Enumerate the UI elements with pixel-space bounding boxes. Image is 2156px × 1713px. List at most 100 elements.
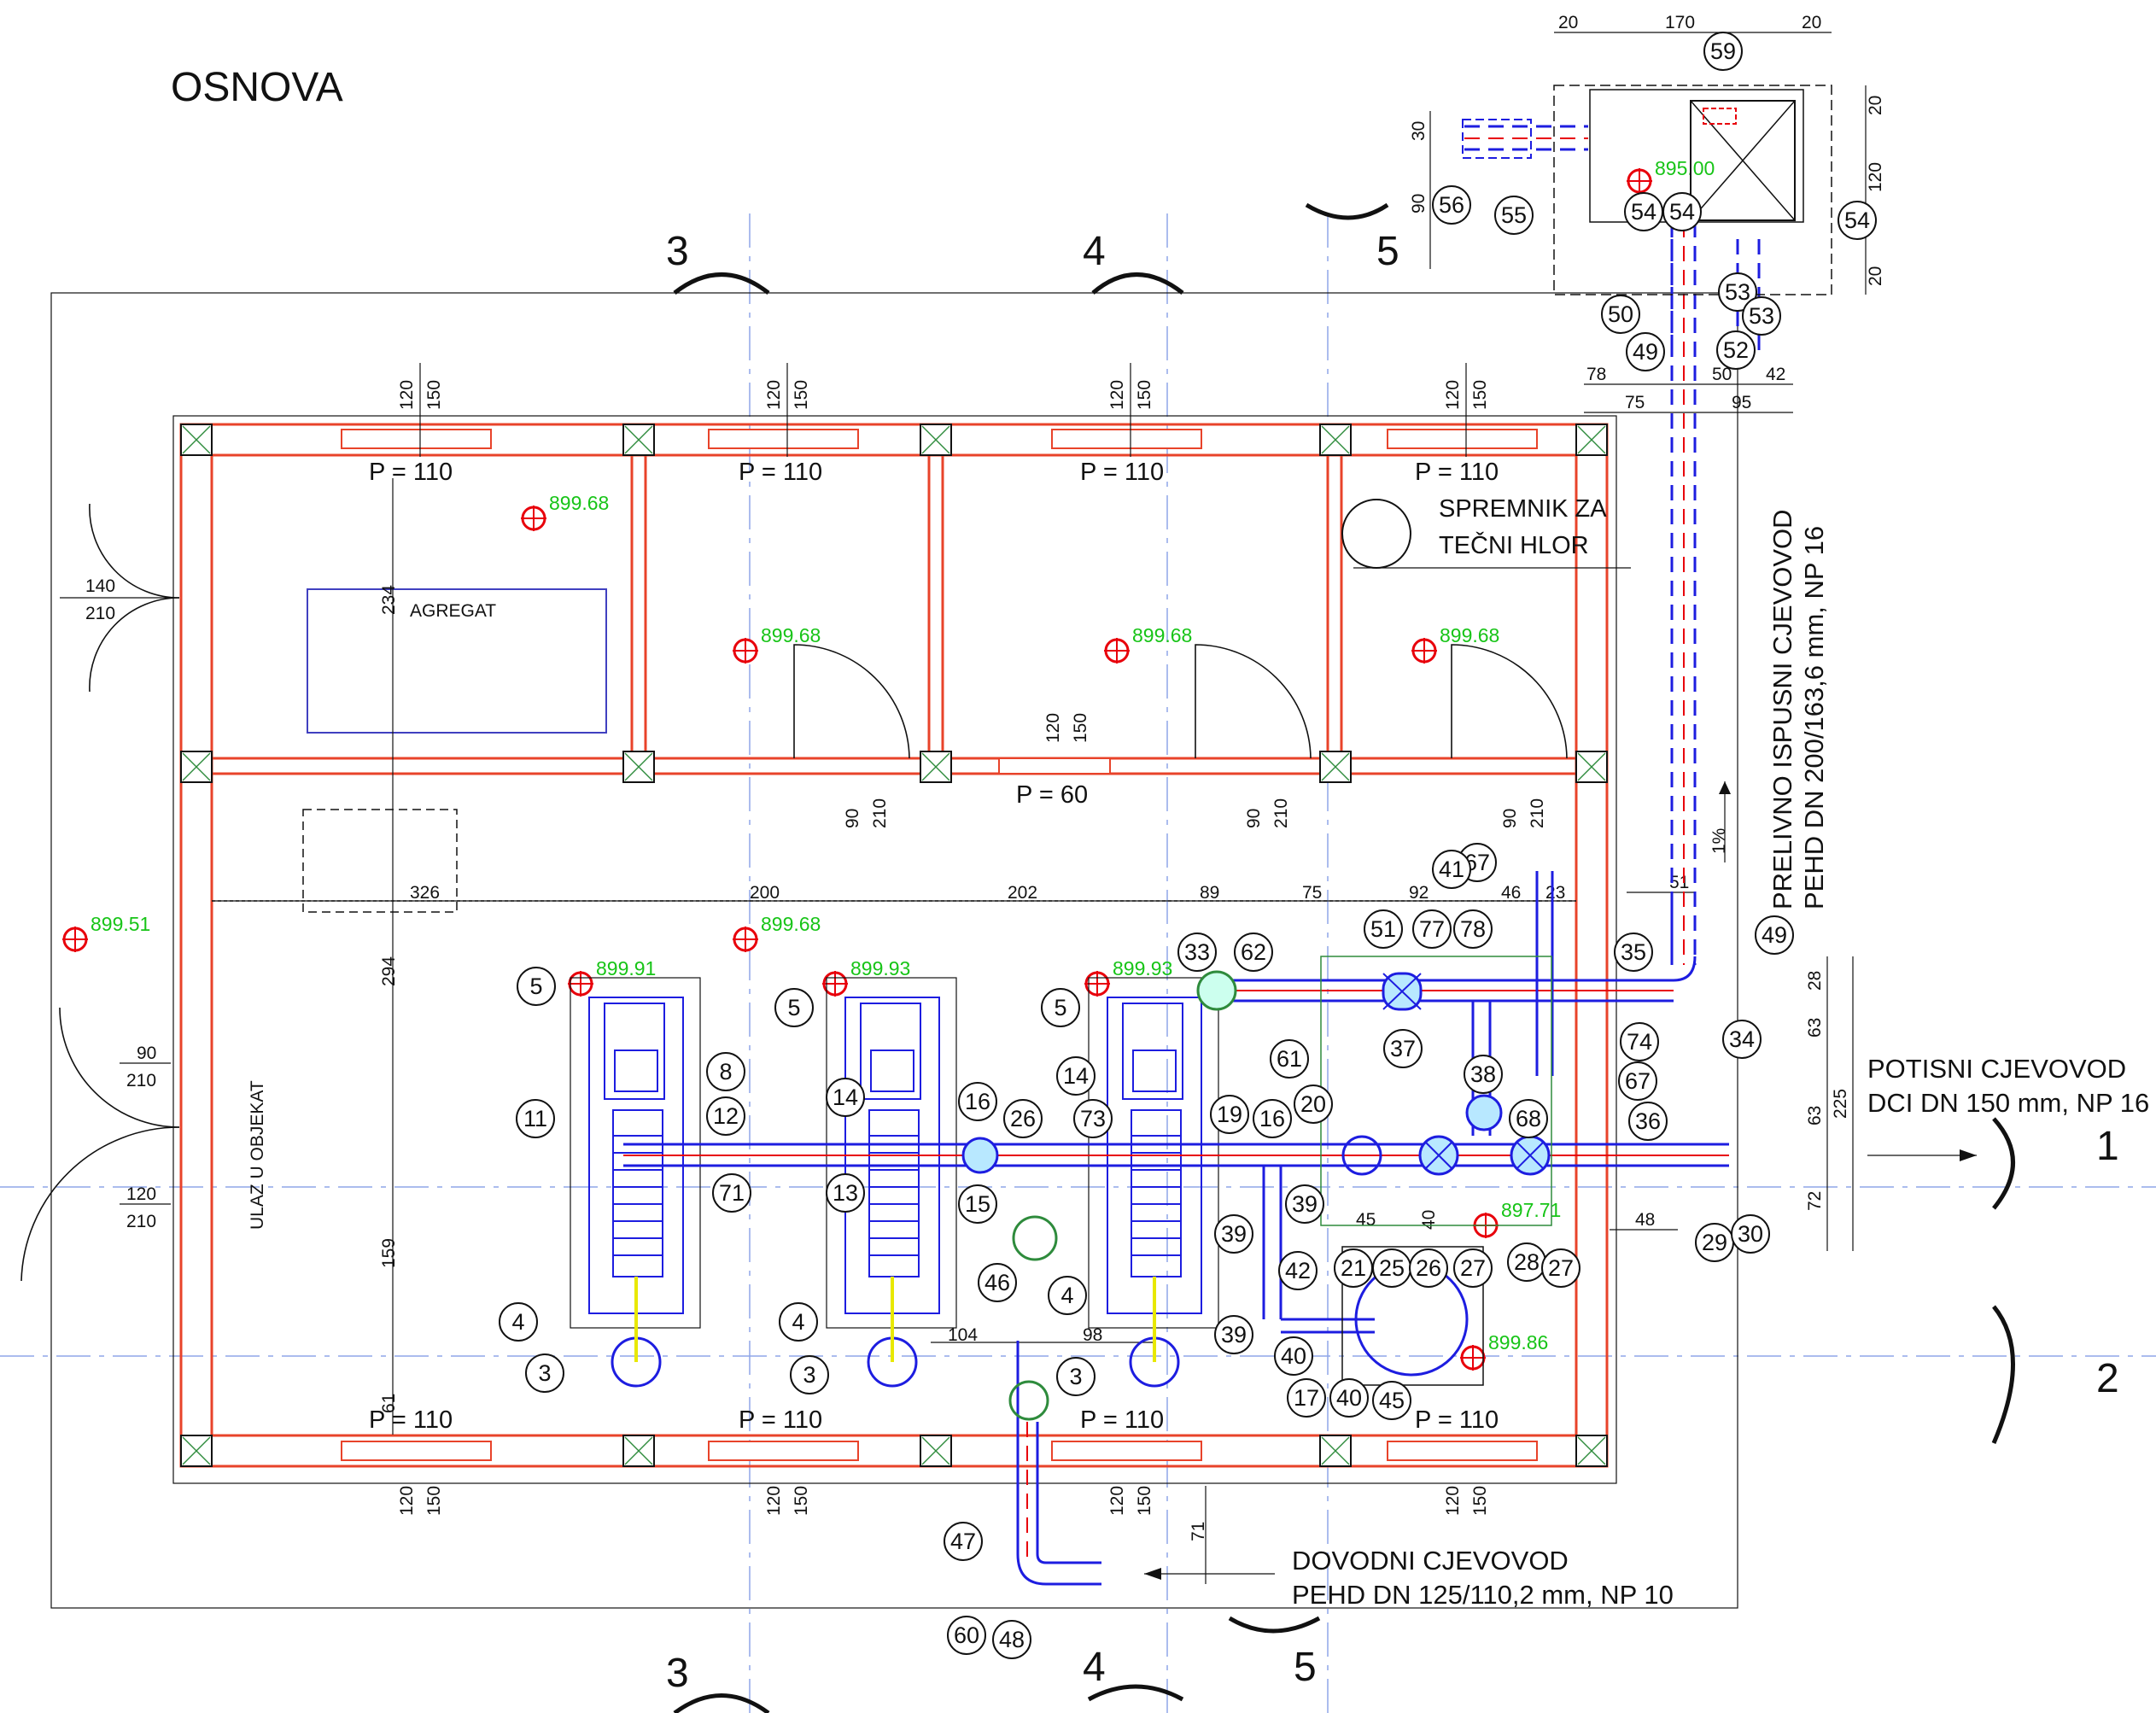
- callout-26: 26: [1409, 1248, 1448, 1288]
- room-agregat: AGREGAT: [410, 601, 496, 621]
- callout-73: 73: [1073, 1099, 1113, 1138]
- svg-text:45: 45: [1356, 1210, 1376, 1230]
- callout-13: 13: [826, 1173, 865, 1213]
- prelivni-label-2: PEHD DN 200/163,6 mm, NP 16: [1799, 526, 1829, 909]
- pump-2: [826, 977, 957, 1388]
- svg-text:225: 225: [1831, 1089, 1850, 1119]
- svg-text:1%: 1%: [1709, 828, 1729, 854]
- elevation-8: 899.93: [822, 957, 910, 997]
- pump-3: [1088, 977, 1219, 1388]
- elevation-7: 899.91: [568, 957, 656, 997]
- callout-15: 15: [958, 1184, 997, 1224]
- svg-text:26: 26: [1416, 1255, 1441, 1281]
- callout-56: 56: [1432, 185, 1471, 225]
- svg-text:47: 47: [950, 1529, 976, 1554]
- elevation-3: 899.68: [1104, 624, 1192, 664]
- elevation-6: 899.51: [62, 913, 150, 952]
- svg-text:210: 210: [870, 798, 890, 828]
- svg-text:17: 17: [1294, 1385, 1319, 1411]
- callout-61: 61: [1270, 1039, 1309, 1079]
- svg-text:120: 120: [1443, 1486, 1463, 1516]
- callout-77: 77: [1412, 909, 1452, 949]
- svg-text:150: 150: [424, 380, 444, 410]
- svg-text:15: 15: [965, 1191, 990, 1217]
- svg-text:12: 12: [713, 1103, 739, 1129]
- section-mark-5-top: 5: [1376, 229, 1399, 274]
- svg-text:51: 51: [1370, 916, 1396, 942]
- svg-text:P = 110: P = 110: [369, 1406, 453, 1434]
- callout-45: 45: [1372, 1381, 1411, 1420]
- svg-text:40: 40: [1336, 1385, 1362, 1411]
- callout-46: 46: [978, 1263, 1017, 1302]
- svg-text:P = 110: P = 110: [1080, 459, 1164, 486]
- svg-text:150: 150: [424, 1486, 444, 1516]
- svg-text:63: 63: [1805, 1018, 1825, 1038]
- svg-text:41: 41: [1439, 856, 1464, 882]
- shaft-dimensions: 20 170 20 20 120 20 30 90 78 50 42 75 95…: [1409, 13, 1885, 862]
- svg-text:5: 5: [787, 995, 800, 1020]
- callout-38: 38: [1464, 1055, 1503, 1094]
- svg-text:170: 170: [1665, 13, 1695, 32]
- svg-text:63: 63: [1805, 1106, 1825, 1125]
- callout-4: 4: [779, 1302, 818, 1342]
- svg-text:P = 110: P = 110: [739, 1406, 822, 1434]
- callout-48: 48: [992, 1620, 1031, 1659]
- callout-35: 35: [1614, 933, 1653, 972]
- callout-68: 68: [1509, 1099, 1548, 1138]
- callout-4: 4: [1048, 1276, 1087, 1315]
- section-mark-4-bottom: 4: [1083, 1645, 1106, 1690]
- pump-1: [570, 977, 701, 1388]
- callout-74: 74: [1620, 1022, 1659, 1061]
- potisni-label-1: POTISNI CJEVOVOD: [1867, 1054, 2126, 1084]
- svg-text:54: 54: [1631, 199, 1656, 225]
- svg-text:90: 90: [843, 809, 862, 828]
- chlorine-tank: [1341, 499, 1411, 569]
- svg-text:899.93: 899.93: [850, 957, 910, 979]
- svg-text:120: 120: [126, 1184, 156, 1204]
- svg-text:30: 30: [1409, 121, 1429, 141]
- svg-text:92: 92: [1409, 883, 1429, 903]
- svg-text:53: 53: [1749, 303, 1774, 329]
- callout-53: 53: [1742, 296, 1781, 336]
- valves: [961, 85, 1832, 1421]
- elevation-1: 899.68: [521, 492, 609, 531]
- svg-text:120: 120: [1866, 162, 1885, 192]
- room-entrance: ULAZ U OBJEKAT: [248, 1080, 267, 1230]
- callout-78: 78: [1453, 909, 1493, 949]
- svg-text:39: 39: [1292, 1191, 1318, 1217]
- section-mark-3-bottom: 3: [666, 1651, 689, 1696]
- svg-text:25: 25: [1379, 1255, 1405, 1281]
- svg-text:90: 90: [137, 1044, 156, 1063]
- dimension-lines: 234 294 159 61 326 200 202 89 75 92 46 2…: [212, 478, 1854, 1584]
- callout-54: 54: [1624, 192, 1663, 231]
- svg-text:27: 27: [1460, 1255, 1486, 1281]
- svg-text:54: 54: [1669, 199, 1695, 225]
- svg-text:120: 120: [1443, 380, 1463, 410]
- svg-text:899.93: 899.93: [1113, 957, 1172, 979]
- svg-text:50: 50: [1608, 301, 1633, 327]
- section-mark-3-top: 3: [666, 229, 689, 274]
- svg-text:120: 120: [1043, 713, 1063, 743]
- callout-20: 20: [1294, 1085, 1333, 1124]
- section-mark-2: 2: [2096, 1356, 2119, 1401]
- section-mark-1: 1: [2096, 1124, 2119, 1169]
- svg-text:40: 40: [1419, 1210, 1439, 1230]
- svg-text:90: 90: [1244, 809, 1264, 828]
- svg-text:45: 45: [1379, 1388, 1405, 1413]
- svg-text:4: 4: [792, 1309, 804, 1335]
- elevation-markers: 899.68 899.68 899.68 899.68 899.68 899.5…: [62, 157, 1715, 1371]
- svg-text:326: 326: [410, 883, 440, 903]
- svg-text:899.91: 899.91: [596, 957, 656, 979]
- callout-19: 19: [1210, 1095, 1249, 1134]
- callout-27: 27: [1541, 1248, 1580, 1288]
- callout-5: 5: [1041, 988, 1080, 1027]
- svg-text:26: 26: [1010, 1106, 1036, 1131]
- opening-labels: P = 110 P = 110 P = 110 P = 110 P = 60 P…: [369, 459, 1499, 1434]
- svg-text:77: 77: [1419, 916, 1445, 942]
- svg-text:98: 98: [1083, 1325, 1102, 1345]
- elevation-2: 899.68: [733, 624, 821, 664]
- svg-text:95: 95: [1732, 393, 1751, 412]
- svg-text:73: 73: [1080, 1106, 1106, 1131]
- potisni-label-2: DCI DN 150 mm, NP 16: [1867, 1088, 2149, 1118]
- svg-text:37: 37: [1390, 1036, 1416, 1061]
